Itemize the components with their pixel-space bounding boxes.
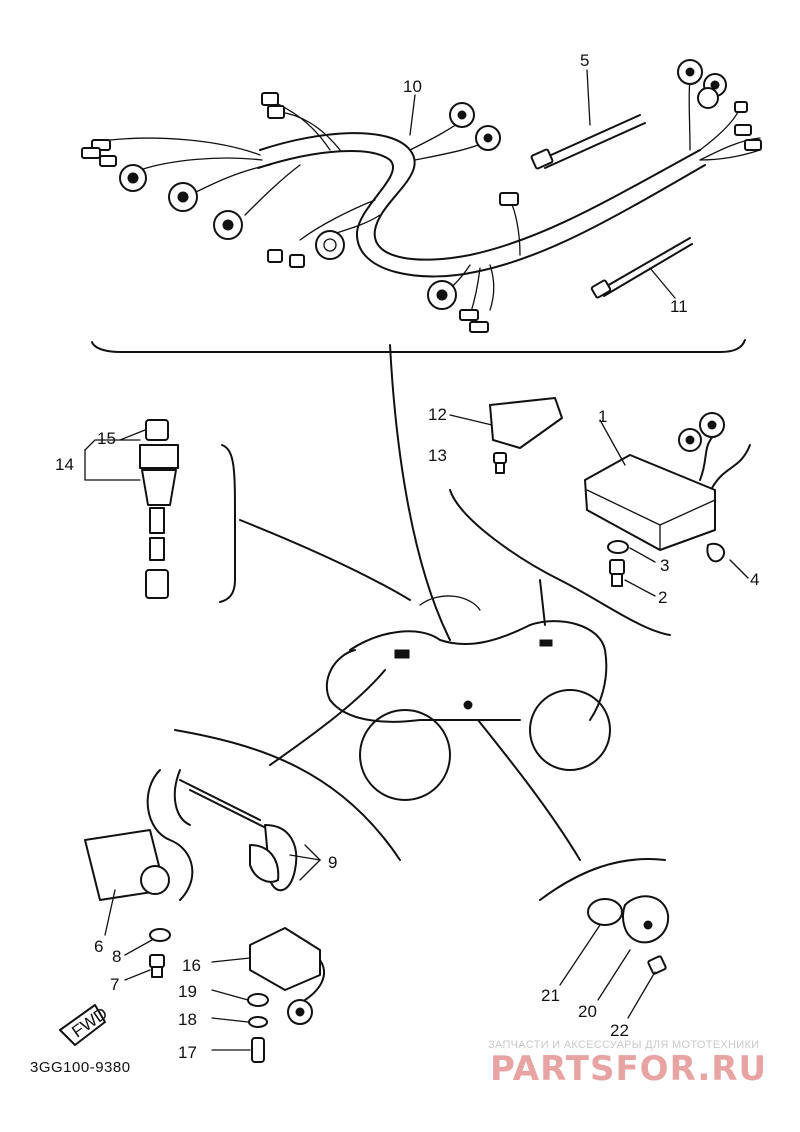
callout-2: 2 (658, 588, 667, 607)
callout-3: 3 (660, 556, 669, 575)
callout-9: 9 (328, 853, 337, 872)
callout-11: 11 (670, 297, 688, 316)
drawing-code: 3GG100-9380 (30, 1059, 131, 1076)
callout-16: 16 (182, 956, 201, 975)
callout-15: 15 (97, 429, 116, 448)
callout-8: 8 (112, 947, 121, 966)
watermark-tagline: ЗАПЧАСТИ И АКСЕССУАРЫ ДЛЯ МОТОТЕХНИКИ (488, 1039, 759, 1051)
callout-22: 22 (610, 1021, 629, 1040)
callout-17: 17 (178, 1043, 197, 1062)
callout-7: 7 (110, 975, 119, 994)
pickup-coil-drawing (539, 858, 670, 1019)
ignition-coil-drawing (84, 729, 401, 981)
callout-1: 1 (598, 407, 607, 426)
rectifier-drawing (59, 927, 325, 1063)
callout-18: 18 (178, 1010, 197, 1029)
callout-14: 14 (55, 455, 74, 474)
wire-harness-drawing (81, 59, 762, 353)
callout-10: 10 (403, 77, 422, 96)
ignition-switch-drawing (84, 419, 236, 603)
callout-6: 6 (94, 937, 103, 956)
cdi-unit-drawing (449, 397, 751, 636)
callout-19: 19 (178, 982, 197, 1001)
watermark-site: PARTSFOR.RU (490, 1049, 767, 1089)
atv-outline-drawing (239, 344, 611, 861)
callout-5: 5 (580, 51, 589, 70)
callout-13: 13 (428, 446, 447, 465)
callout-4: 4 (750, 570, 759, 589)
callout-20: 20 (578, 1002, 597, 1021)
callout-21: 21 (541, 986, 560, 1005)
callout-12: 12 (428, 405, 447, 424)
callout-labels: 1 2 3 4 5 6 7 8 9 10 11 12 13 14 15 16 1… (55, 51, 759, 1062)
